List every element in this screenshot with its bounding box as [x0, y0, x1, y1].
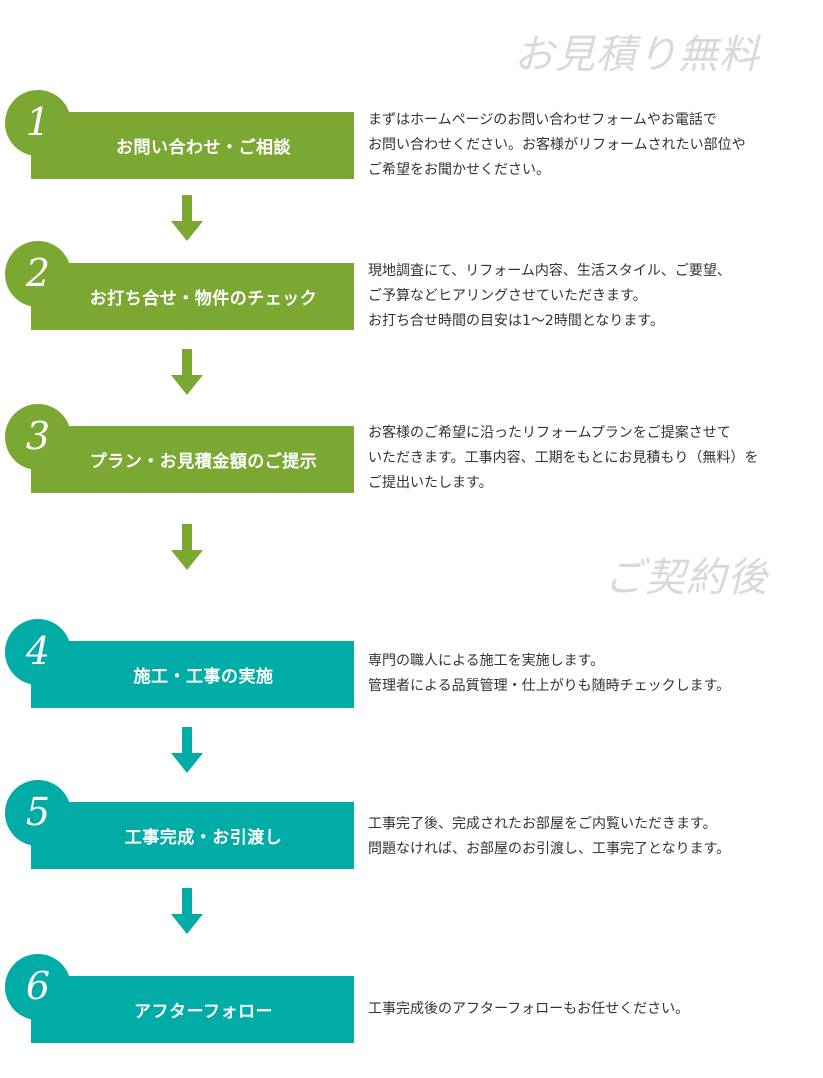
step-1-bar: お問い合わせ・ご相談	[31, 112, 354, 179]
step-2-description-line: 現地調査にて、リフォーム内容、生活スタイル、ご要望、	[368, 263, 731, 279]
down-arrow-icon	[171, 349, 203, 395]
step-1-description-line: ご希望をお聞かせください。	[368, 162, 550, 178]
phase-label-free-estimate: お見積り無料	[514, 32, 760, 78]
step-3-description-line: いただきます。工事内容、工期をもとにお見積もり（無料）を	[368, 450, 759, 466]
step-4-number-badge: 4	[5, 619, 71, 685]
step-3-description: お客様のご希望に沿ったリフォームプランをご提案させて いただきます。工事内容、工…	[368, 421, 820, 496]
step-4-number: 4	[25, 629, 51, 673]
step-5-title: 工事完成・お引渡し	[124, 828, 283, 848]
step-3-bar: プラン・お見積金額のご提示	[31, 426, 354, 493]
step-5-bar: 工事完成・お引渡し	[31, 802, 354, 869]
step-4-description-line: 管理者による品質管理・仕上がりも随時チェックします。	[368, 678, 731, 694]
phase-label-after-contract: ご契約後	[604, 555, 768, 601]
step-3-description-line: ご提出いたします。	[368, 475, 493, 491]
step-5-description-line: 工事完了後、完成されたお部屋をご内覧いただきます。	[368, 816, 717, 832]
down-arrow-icon	[171, 195, 203, 241]
step-6-number-badge: 6	[5, 954, 71, 1020]
step-3-description-line: お客様のご希望に沿ったリフォームプランをご提案させて	[368, 425, 731, 441]
step-3-title: プラン・お見積金額のご提示	[89, 452, 318, 472]
step-5-description-line: 問題なければ、お部屋のお引渡し、工事完了となります。	[368, 841, 731, 857]
step-1-description: まずはホームページのお問い合わせフォームやお電話で お問い合わせください。お客様…	[368, 108, 820, 183]
step-2-bar: お打ち合せ・物件のチェック	[31, 263, 354, 330]
step-1-number: 1	[25, 100, 51, 144]
step-2-title: お打ち合せ・物件のチェック	[89, 289, 318, 309]
step-1-description-line: まずはホームページのお問い合わせフォームやお電話で	[368, 112, 717, 128]
step-5-number-badge: 5	[5, 780, 71, 846]
step-4-bar: 施工・工事の実施	[31, 641, 354, 708]
step-2-description-line: ご予算などヒアリングさせていただきます。	[368, 288, 647, 304]
down-arrow-icon	[171, 524, 203, 570]
step-4-description-line: 専門の職人による施工を実施します。	[368, 653, 605, 669]
step-3-number: 3	[25, 414, 51, 458]
step-5-description: 工事完了後、完成されたお部屋をご内覧いただきます。 問題なければ、お部屋のお引渡…	[368, 812, 820, 862]
step-1-description-line: お問い合わせください。お客様がリフォームされたい部位や	[368, 137, 746, 153]
step-5-number: 5	[25, 790, 51, 834]
step-6-number: 6	[25, 964, 51, 1008]
step-1-number-badge: 1	[5, 90, 71, 156]
step-6-bar: アフターフォロー	[31, 976, 354, 1043]
down-arrow-icon	[171, 888, 203, 934]
step-2-description-line: お打ち合せ時間の目安は1〜2時間となります。	[368, 313, 664, 329]
step-2-number-badge: 2	[5, 241, 71, 307]
step-1-title: お問い合わせ・ご相談	[116, 138, 291, 158]
step-2-description: 現地調査にて、リフォーム内容、生活スタイル、ご要望、 ご予算などヒアリングさせて…	[368, 259, 820, 334]
step-4-description: 専門の職人による施工を実施します。 管理者による品質管理・仕上がりも随時チェック…	[368, 649, 820, 699]
step-3-number-badge: 3	[5, 404, 71, 470]
step-6-description-line: 工事完成後のアフターフォローもお任せください。	[368, 1001, 690, 1017]
step-6-description: 工事完成後のアフターフォローもお任せください。	[368, 997, 820, 1022]
down-arrow-icon	[171, 727, 203, 773]
step-2-number: 2	[25, 251, 51, 295]
step-4-title: 施工・工事の実施	[133, 667, 274, 687]
step-6-title: アフターフォロー	[134, 1002, 273, 1022]
